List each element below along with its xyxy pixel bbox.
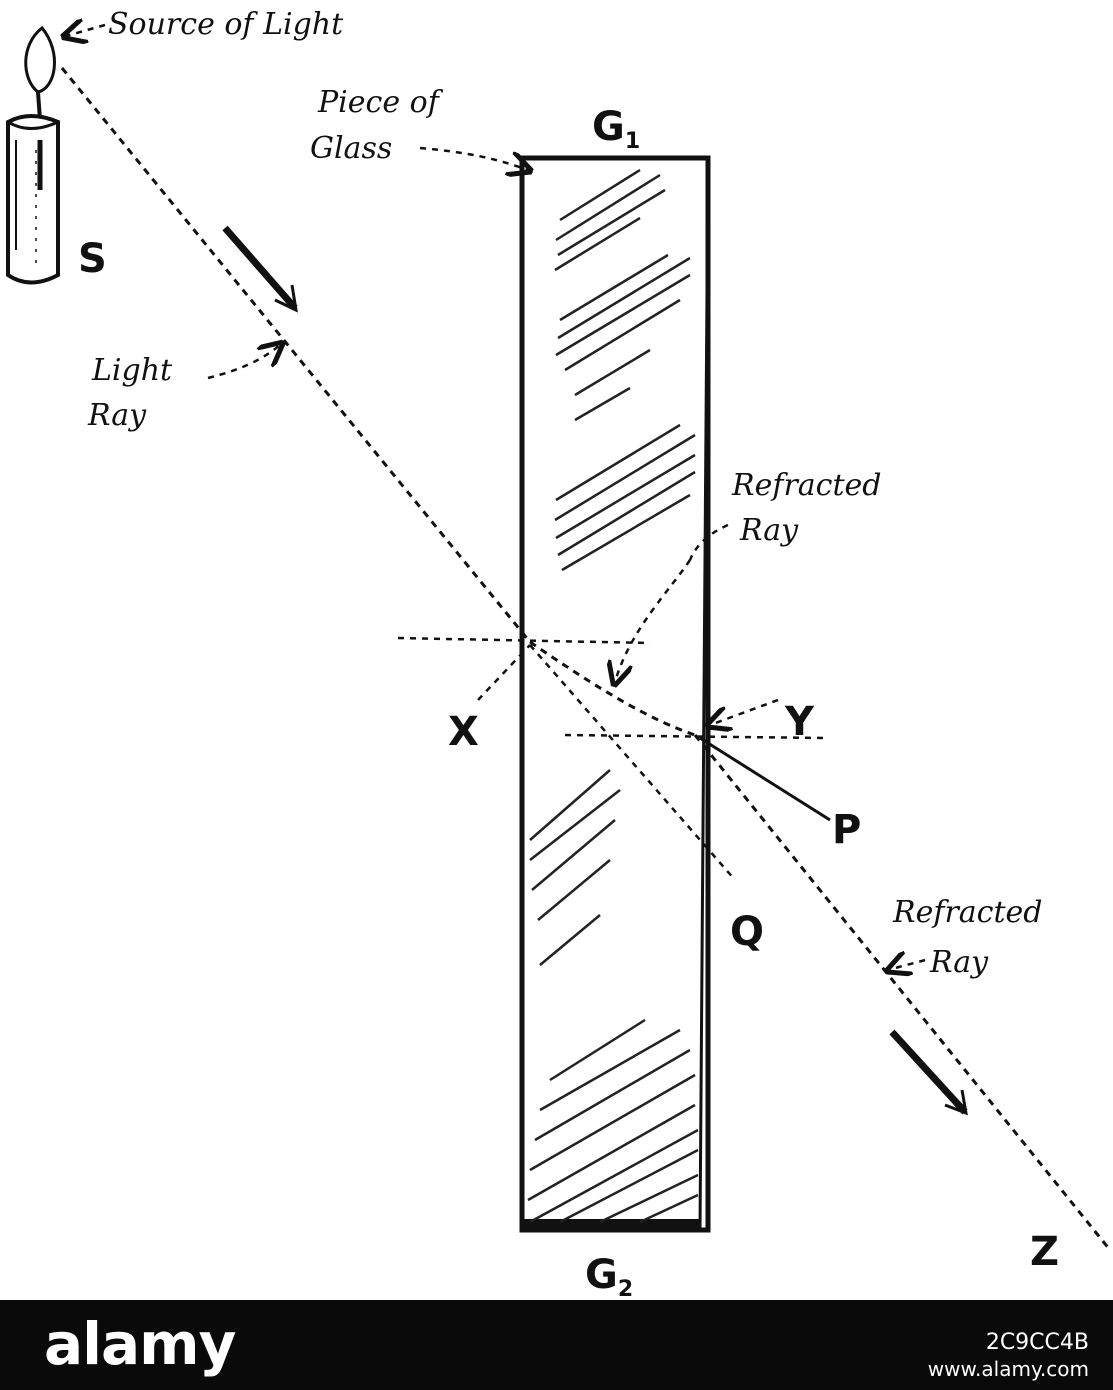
- label-light: Light: [91, 353, 173, 388]
- label-refracted-top: Refracted: [731, 468, 882, 503]
- emergent-ray: [693, 734, 1112, 1251]
- label-refracted-bottom: Refracted: [892, 895, 1043, 930]
- line-to-p: [699, 736, 831, 822]
- ray-paths: [60, 67, 1112, 1251]
- line-to-q: [529, 644, 736, 881]
- label-g1: G1: [592, 104, 640, 154]
- incident-ray: [60, 67, 532, 643]
- label-point-q: Q: [730, 909, 764, 955]
- direction-arrow-top: [222, 225, 298, 313]
- watermark-url: www.alamy.com: [927, 1357, 1089, 1381]
- watermark-code: 2C9CC4B www.alamy.com: [928, 1330, 1089, 1382]
- label-ray: Ray: [87, 398, 147, 433]
- label-candle-s: S: [78, 236, 107, 282]
- watermark-banner: [0, 1300, 1113, 1390]
- direction-arrow-bottom: [889, 1029, 968, 1116]
- label-ray-top: Ray: [739, 513, 799, 548]
- label-point-p: P: [832, 807, 861, 853]
- label-point-y: Y: [784, 699, 815, 745]
- label-piece-of: Piece of: [317, 85, 444, 120]
- candle-icon: [6, 25, 60, 285]
- leader-lines: [66, 25, 926, 970]
- watermark-image-id: 2C9CC4B: [985, 1330, 1089, 1355]
- label-glass: Glass: [310, 131, 392, 166]
- line-from-x: [477, 644, 531, 701]
- glass-slab: [519, 155, 711, 1233]
- refraction-diagram: Source of Light S Piece of Glass G1 G2 L…: [6, 7, 1112, 1300]
- watermark-logo: alamy: [44, 1310, 236, 1378]
- label-source-of-light: Source of Light: [108, 7, 344, 42]
- glass-shading: [527, 168, 699, 1224]
- label-point-x: X: [448, 709, 479, 755]
- refracted-ray-inside: [529, 640, 696, 737]
- label-point-z: Z: [1030, 1229, 1059, 1275]
- label-ray-bottom: Ray: [929, 945, 989, 980]
- label-g2: G2: [585, 1252, 633, 1300]
- normal-at-y: [564, 733, 826, 740]
